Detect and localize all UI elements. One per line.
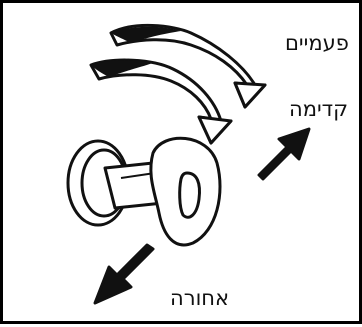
label-twice: פעמיים — [285, 33, 349, 54]
backward-arrow-icon — [95, 245, 153, 303]
label-forward: קדימה — [289, 99, 348, 120]
forward-arrow-icon — [259, 129, 309, 179]
key-fob-icon — [68, 138, 220, 245]
label-back: אחורה — [170, 288, 229, 309]
curved-arrow-lower-icon — [91, 60, 231, 143]
